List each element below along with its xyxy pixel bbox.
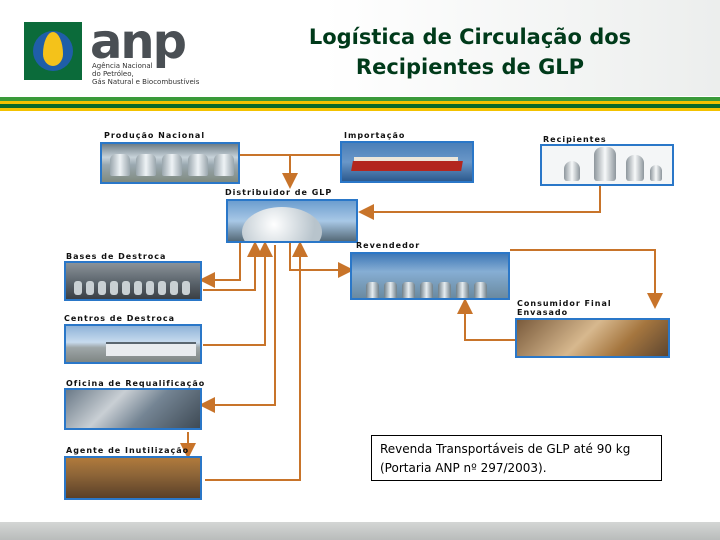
title-line-2: Recipientes de GLP [355,55,585,79]
title-line-1: Logística de Circulação dos [308,25,632,49]
photo-distribuidor [226,199,358,243]
label-bases: Bases de Destroca [66,252,167,261]
photo-agente [64,456,202,500]
note-line-2: (Portaria ANP nº 297/2003). [380,461,547,475]
note-line-1: Revenda Transportáveis de GLP até 90 kg [380,442,631,456]
divider-stripe [0,108,720,111]
arrow-distribuidor-revendedor [289,240,354,278]
label-agente: Agente de Inutilização [66,446,190,455]
photo-producao [100,142,240,184]
label-distribuidor: Distribuidor de GLP [225,188,333,197]
arrow-agente-distribuidor [205,241,308,481]
photo-revendedor [350,252,510,300]
label-recipientes: Recipientes [543,135,607,144]
label-centros: Centros de Destroca [64,314,175,323]
photo-oficina [64,388,202,430]
photo-consumidor [515,318,670,358]
arrow-bases-distribuidor [203,241,263,291]
anp-logo: anp Agência Nacional do Petróleo, Gás Na… [24,14,199,86]
footer-bar [0,522,720,540]
arrow-consumidor-revendedor [457,298,515,341]
photo-importacao [340,141,474,183]
divider-stripe [0,101,720,104]
photo-bases [64,261,202,301]
arrow-distribuidor-bases [199,243,241,288]
page-title: Logística de Circulação dos Recipientes … [270,22,670,82]
label-consumidor: Consumidor Final Envasado [517,299,612,317]
note-box: Revenda Transportáveis de GLP até 90 kg … [371,435,662,481]
arrow-revendedor-consumidor [510,249,663,309]
logo-subtitle: Agência Nacional do Petróleo, Gás Natura… [92,62,200,86]
arrow-recipientes-distribuidor [358,186,601,220]
logo-word: anp [90,14,187,70]
photo-recipientes [540,144,674,186]
label-oficina: Oficina de Requalificação [66,379,206,388]
divider-stripe [0,97,720,101]
label-producao: Produção Nacional [104,131,206,140]
arrow-centros-distribuidor [203,241,273,346]
anp-logo-icon [24,22,82,80]
photo-centros [64,324,202,364]
label-importacao: Importação [344,131,406,140]
arrow-distribuidor-oficina [199,245,276,413]
label-revendedor: Revendedor [356,241,421,250]
divider-stripe [0,104,720,108]
header: anp Agência Nacional do Petróleo, Gás Na… [0,0,720,96]
